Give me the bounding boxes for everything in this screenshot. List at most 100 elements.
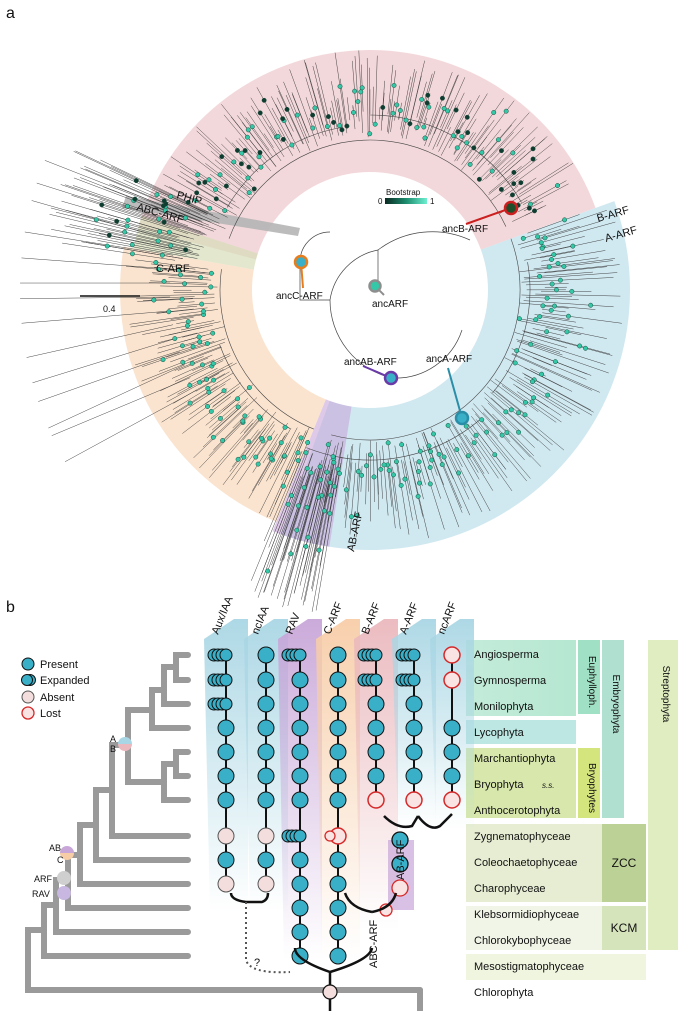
absent-node — [257, 875, 275, 893]
present-node — [291, 923, 309, 941]
absent-node — [257, 827, 275, 845]
group-bryophytes: Bryophytes — [586, 763, 597, 813]
lost-node — [324, 830, 336, 842]
present-node — [329, 719, 347, 737]
lost-circle-icon — [21, 706, 35, 720]
taxon-charophyceae: Charophyceae — [474, 883, 546, 895]
present-node — [217, 851, 235, 869]
marker-c: C — [57, 855, 64, 865]
legend-present: Present — [40, 659, 78, 671]
present-node — [257, 695, 275, 713]
lost-node — [443, 671, 461, 689]
present-node — [329, 851, 347, 869]
group-zcc: ZCC — [612, 856, 637, 870]
marker-ab: AB — [49, 843, 61, 853]
b-clade-sector — [138, 49, 596, 290]
present-node — [329, 899, 347, 917]
taxon-chlorokybophyceae: Chlorokybophyceae — [474, 935, 571, 947]
unknown-label: ? — [254, 957, 260, 969]
present-node — [367, 767, 385, 785]
legend: Present Expanded Absent Lost — [21, 657, 90, 720]
taxa-labels: Angiosperma Gymnosperma Monilophyta Lyco… — [474, 649, 584, 999]
present-node — [367, 743, 385, 761]
ancestor-markers: ancB-ARF ancC-ARF ancARF ancAB-ARF ancA-… — [276, 200, 519, 426]
ancARF-node — [368, 279, 382, 293]
tree-markers: A B AB C ARF RAV — [32, 734, 132, 900]
ab-arf-node — [391, 855, 409, 873]
expanded-node — [219, 648, 233, 662]
taxon-bryophyta-suffix: s.s. — [542, 781, 554, 790]
present-node — [217, 767, 235, 785]
expanded-node — [369, 648, 383, 662]
expanded-node — [369, 673, 383, 687]
present-node — [291, 671, 309, 689]
bootstrap-title: Bootstrap — [386, 188, 421, 197]
present-node — [257, 743, 275, 761]
bootstrap-min: 0 — [378, 197, 383, 206]
group-kcm: KCM — [611, 921, 638, 935]
expanded-node — [219, 673, 233, 687]
present-node — [217, 791, 235, 809]
taxon-anthocerotophyta: Anthocerotophyta — [474, 805, 561, 817]
present-node — [329, 671, 347, 689]
ancA-label: ancA-ARF — [426, 354, 472, 365]
present-node — [291, 695, 309, 713]
tree-branches — [20, 50, 622, 612]
taxon-zygnematophyceae: Zygnematophyceae — [474, 831, 571, 843]
present-node — [405, 743, 423, 761]
ab-arf-merge-label: AB-ARF — [395, 839, 407, 880]
panel-b-letter: b — [6, 599, 15, 616]
present-node — [291, 791, 309, 809]
present-node — [217, 719, 235, 737]
embryophyta-box — [602, 640, 624, 818]
present-node — [291, 719, 309, 737]
lost-node — [443, 646, 461, 664]
present-node — [257, 671, 275, 689]
present-node — [257, 791, 275, 809]
present-node — [257, 767, 275, 785]
taxon-chlorophyta: Chlorophyta — [474, 987, 534, 999]
ancC-label: ancC-ARF — [276, 291, 323, 302]
present-node — [291, 743, 309, 761]
marker-a: A — [110, 734, 116, 744]
present-node — [257, 851, 275, 869]
legend-expanded: Expanded — [40, 675, 90, 687]
legend-absent: Absent — [40, 692, 74, 704]
present-node — [443, 719, 461, 737]
ancAB-label: ancAB-ARF — [344, 357, 397, 368]
taxon-marchantiophyta: Marchantiophyta — [474, 753, 556, 765]
absent-circle-icon — [21, 690, 35, 704]
bootstrap-max: 1 — [430, 197, 435, 206]
present-node — [367, 719, 385, 737]
taxon-klebsormidiophyceae: Klebsormidiophyceae — [474, 909, 579, 921]
present-node — [329, 646, 347, 664]
present-node — [443, 767, 461, 785]
taxon-bryophyta: Bryophyta — [474, 779, 524, 791]
present-node — [405, 767, 423, 785]
present-node — [329, 743, 347, 761]
absent-node — [217, 827, 235, 845]
group-streptophyta: Streptophyta — [660, 666, 671, 723]
present-node — [257, 719, 275, 737]
expanded-node — [293, 648, 307, 662]
group-boxes — [466, 640, 678, 980]
taxon-angiosperma: Angiosperma — [474, 649, 540, 661]
ancAB-node — [383, 370, 399, 386]
expanded-node — [407, 648, 421, 662]
zcc-box — [602, 824, 646, 902]
lost-node — [367, 791, 385, 809]
tree-nodes — [93, 82, 594, 574]
taxon-lycophyta: Lycophyta — [474, 727, 525, 739]
taxon-monilophyta: Monilophyta — [474, 701, 534, 713]
lost-node — [443, 791, 461, 809]
present-node — [329, 695, 347, 713]
marker-rav: RAV — [32, 889, 50, 899]
present-node — [217, 743, 235, 761]
streptophyta-box — [648, 640, 678, 950]
bryophytes-box — [578, 748, 600, 818]
expanded-node — [293, 829, 307, 843]
present-node — [329, 767, 347, 785]
ab-arf-node — [391, 831, 409, 849]
scale-bar-label: 0.4 — [103, 304, 116, 314]
